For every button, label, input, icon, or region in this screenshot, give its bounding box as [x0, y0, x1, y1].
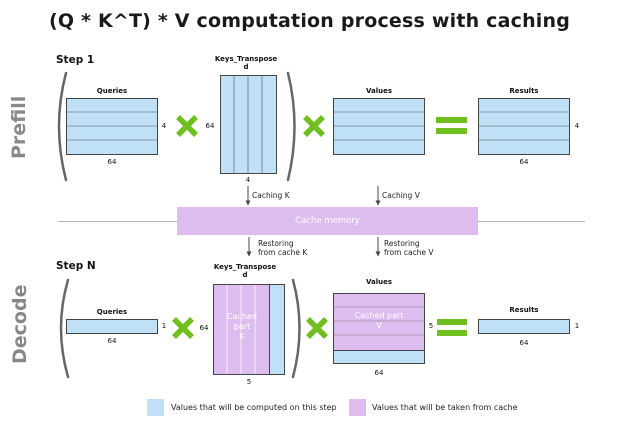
legend-label-computed: Values that will be computed on this ste…	[171, 403, 337, 412]
decode-keys-gridlines	[226, 285, 256, 374]
decode-queries-cols: 64	[107, 337, 117, 345]
step-n-label: Step N	[56, 260, 96, 272]
step-1-label: Step 1	[56, 54, 95, 66]
decode-keys-rows: 64	[199, 324, 209, 332]
page-title: (Q * K^T) * V computation process with c…	[48, 10, 571, 32]
prefill-keys-rows: 64	[205, 122, 215, 130]
prefill-keys-cols: 4	[245, 176, 251, 184]
decode-values-gridlines	[333, 306, 425, 336]
decode-bracket-left	[59, 278, 70, 379]
multiply-icon	[176, 115, 198, 137]
decode-keys-cols: 5	[246, 378, 252, 386]
prefill-bracket-left	[57, 71, 68, 182]
prefill-results-rows: 4	[574, 122, 580, 130]
restoring-k-label: Restoring from cache K	[258, 239, 308, 257]
brackets	[57, 71, 301, 379]
multiply-icon	[306, 317, 328, 339]
prefill-keys-matrix	[220, 75, 277, 174]
prefill-queries-matrix	[66, 98, 158, 155]
decode-values-rows: 5	[428, 322, 434, 330]
decode-queries-rows: 1	[161, 322, 167, 330]
prefill-queries-rows: 4	[161, 122, 167, 130]
decode-keys-cached-text: Cached part K	[227, 312, 257, 341]
prefill-results-gridlines	[478, 111, 570, 141]
arrows	[245, 186, 381, 257]
equals-icon	[436, 117, 467, 134]
prefill-values-label: Values	[365, 87, 393, 95]
prefill-keys-label: Keys_Transpose d	[214, 55, 278, 71]
legend-swatch-cached	[349, 399, 366, 416]
multiply-icon	[303, 115, 325, 137]
decode-queries-label: Queries	[96, 308, 128, 316]
caching-k-label: Caching K	[252, 191, 290, 200]
legend-swatch-computed	[147, 399, 164, 416]
decode-keys-new-column	[269, 284, 285, 375]
decode-values-cached-text: Cached part V	[354, 311, 404, 330]
prefill-results-matrix	[478, 98, 570, 155]
prefill-queries-label: Queries	[96, 87, 128, 95]
prefill-bracket-right	[286, 71, 296, 182]
prefill-keys-gridlines	[233, 75, 263, 174]
prefill-queries-cols: 64	[107, 158, 117, 166]
prefill-results-label: Results	[509, 87, 539, 95]
decode-results-rows: 1	[574, 322, 580, 330]
prefill-results-cols: 64	[519, 158, 529, 166]
decode-results-cols: 64	[519, 339, 529, 347]
decode-keys-label: Keys_Transpose d	[213, 263, 277, 279]
restoring-v-label: Restoring from cache V	[384, 239, 434, 257]
cache-memory-bar: Cache memory	[177, 207, 478, 235]
decode-bracket-right	[291, 278, 301, 379]
prefill-values-gridlines	[333, 111, 425, 141]
multiply-icon	[172, 317, 194, 339]
decode-results-label: Results	[509, 306, 539, 314]
decode-values-new-row	[333, 350, 425, 364]
caching-v-label: Caching V	[382, 191, 420, 200]
prefill-queries-gridlines	[66, 111, 158, 141]
legend-label-cached: Values that will be taken from cache	[372, 403, 518, 412]
decode-results-matrix	[478, 319, 570, 334]
decode-values-label: Values	[365, 278, 393, 286]
prefill-values-matrix	[333, 98, 425, 155]
decode-values-cols: 64	[374, 369, 384, 377]
equals-icon	[437, 319, 467, 336]
decode-queries-matrix	[66, 319, 158, 334]
